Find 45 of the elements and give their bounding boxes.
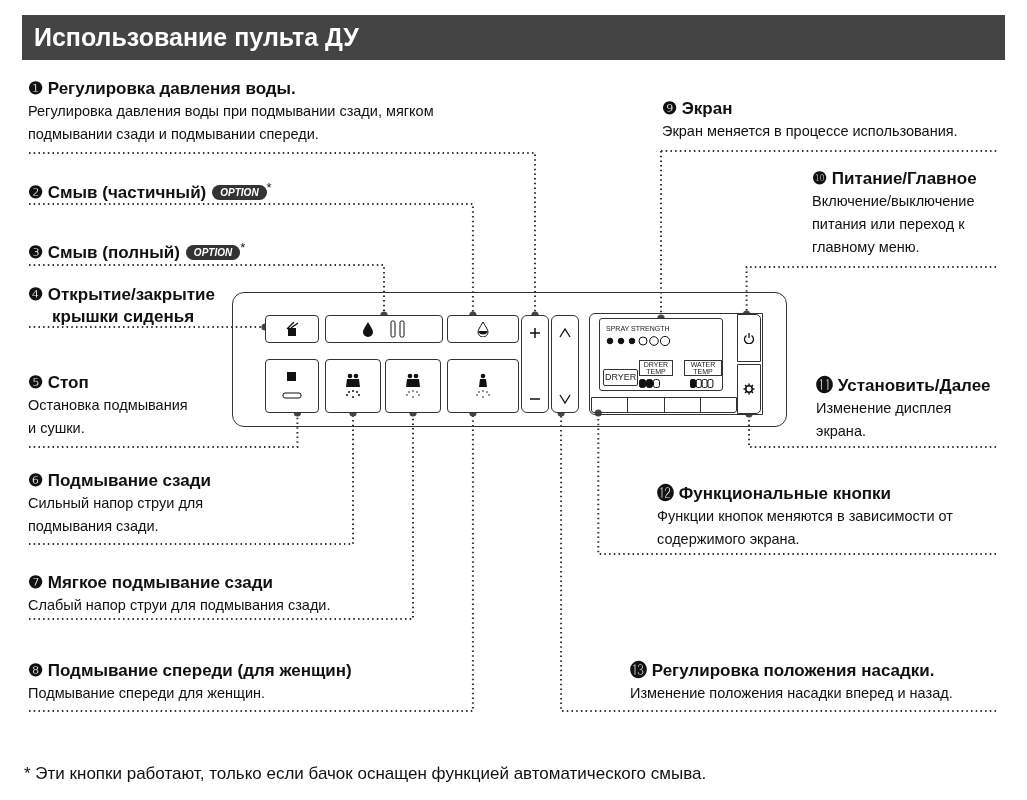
remote-button: [551, 315, 579, 413]
remote-button: [265, 359, 319, 413]
remote-button: [325, 315, 443, 343]
title-bar: Использование пульта ДУ: [22, 15, 1005, 60]
remote-button: [447, 315, 519, 343]
callout-description: Остановка подмывания и сушки.: [28, 396, 188, 438]
remote-button: [325, 359, 381, 413]
callout-description: Сильный напор струи для подмывания сзади.: [28, 494, 205, 536]
remote-button: [737, 364, 761, 414]
callout-heading: ⓫ Установить/Далее: [816, 376, 991, 395]
callout-heading: ❸ Смыв (полный): [28, 243, 180, 263]
function-button-row: [591, 397, 737, 413]
callout-heading: ❶ Регулировка давления воды.: [28, 79, 296, 98]
callout-description: Подмывание спереди для женщин.: [28, 684, 267, 703]
remote-button: [737, 314, 761, 362]
callout-heading: ❹ Открытие/закрытие крышки сиденья: [28, 284, 216, 328]
option-badge: OPTION: [185, 245, 241, 261]
callout-description: Экран меняется в процессе использования.: [662, 122, 959, 141]
callout-heading: ❺ Стоп: [28, 373, 89, 392]
callout-description: Регулировка давления воды при подмывании сзади, мягком подмывании сзади и подмывании спереди.: [28, 102, 435, 144]
callout-heading: ⓭ Регулировка положения насадки.: [630, 661, 935, 680]
callout-heading: ❿ Питание/Главное: [812, 169, 977, 188]
remote-button: [521, 315, 549, 413]
callout-description: Изменение положения насадки вперед и назад.: [630, 684, 954, 703]
screen-label: DRYER: [603, 369, 639, 386]
callout-description: Слабый напор струи для подмывания сзади.: [28, 596, 332, 615]
remote-control-body: [232, 292, 787, 427]
callout-heading: ⓬ Функциональные кнопки: [657, 484, 892, 503]
remote-button: [447, 359, 519, 413]
callout-heading: ❽ Подмывание спереди (для женщин): [28, 661, 352, 680]
option-badge: OPTION: [212, 185, 267, 201]
leader-line: [594, 409, 997, 555]
callout-heading: ❻ Подмывание сзади: [28, 471, 211, 490]
footnote-mark: *: [240, 240, 246, 255]
remote-button: [265, 315, 319, 343]
footnote: * Эти кнопки работают, только если бачок оснащен функцией автоматического смыва.: [24, 764, 707, 784]
callout-heading: ❾ Экран: [662, 99, 733, 118]
footnote-mark: *: [266, 180, 272, 195]
remote-button: [385, 359, 441, 413]
callout-description: Функции кнопок меняются в зависимости от содержимого экрана.: [657, 507, 954, 549]
display-screen: [599, 318, 723, 391]
callout-description: Включение/выключение питания или переход к главному меню.: [812, 192, 976, 257]
callout-heading: ❷ Смыв (частичный): [28, 183, 207, 203]
callout-description: Изменение дисплея экрана.: [816, 399, 953, 441]
callout-heading: ❼ Мягкое подмывание сзади: [28, 573, 273, 592]
